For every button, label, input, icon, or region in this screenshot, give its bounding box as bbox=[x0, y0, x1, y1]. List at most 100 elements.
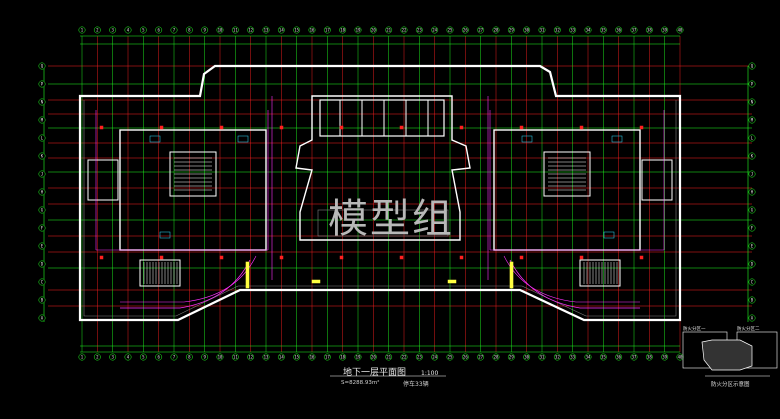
axis-label-top: 29 bbox=[509, 28, 514, 33]
column-marker bbox=[159, 255, 164, 260]
column-marker bbox=[99, 125, 104, 130]
axis-label-top: 25 bbox=[448, 28, 453, 33]
axis-label-left: M bbox=[41, 118, 44, 123]
equipment-mark bbox=[159, 231, 171, 239]
axis-bubble-top bbox=[569, 26, 577, 34]
axis-label-top: 3 bbox=[111, 28, 114, 33]
axis-bubble-bottom bbox=[170, 353, 178, 361]
column-marker bbox=[639, 125, 644, 130]
axis-label-top: 20 bbox=[371, 28, 376, 33]
axis-label-top: 5 bbox=[142, 28, 145, 33]
axis-label-right: G bbox=[751, 208, 754, 213]
axis-label-bottom: 32 bbox=[555, 355, 560, 360]
column-marker bbox=[279, 255, 284, 260]
axis-label-bottom: 3 bbox=[111, 355, 114, 360]
axis-bubble-top bbox=[369, 26, 377, 34]
axis-bubble-right bbox=[748, 80, 756, 88]
axis-bubble-bottom bbox=[630, 353, 638, 361]
axis-bubble-right bbox=[748, 296, 756, 304]
axis-label-bottom: 27 bbox=[478, 355, 483, 360]
left-service-room bbox=[87, 159, 119, 201]
axis-label-left: D bbox=[41, 262, 44, 267]
axis-label-bottom: 15 bbox=[294, 355, 299, 360]
axis-label-bottom: 14 bbox=[279, 355, 284, 360]
axis-label-right: B bbox=[751, 298, 754, 303]
axis-label-bottom: 30 bbox=[524, 355, 529, 360]
axis-bubble-right bbox=[748, 152, 756, 160]
axis-label-bottom: 23 bbox=[417, 355, 422, 360]
axis-bubble-left bbox=[38, 116, 46, 124]
axis-bubble-left bbox=[38, 188, 46, 196]
axis-bubble-top bbox=[216, 26, 224, 34]
axis-bubble-bottom bbox=[216, 353, 224, 361]
axis-label-top: 38 bbox=[647, 28, 652, 33]
axis-bubble-bottom bbox=[446, 353, 454, 361]
axis-bubble-top bbox=[262, 26, 270, 34]
axis-label-right: H bbox=[751, 190, 754, 195]
column-marker bbox=[279, 125, 284, 130]
axis-bubble-top bbox=[124, 26, 132, 34]
axis-label-top: 4 bbox=[127, 28, 130, 33]
axis-label-bottom: 34 bbox=[586, 355, 591, 360]
axis-bubble-top bbox=[584, 26, 592, 34]
axis-bubble-bottom bbox=[400, 353, 408, 361]
axis-label-right: L bbox=[751, 136, 754, 141]
column-marker bbox=[219, 255, 224, 260]
axis-label-left: B bbox=[41, 298, 44, 303]
legend-caption: 防火分区示意图 bbox=[711, 382, 750, 388]
axis-label-top: 1 bbox=[81, 28, 84, 33]
axis-label-left: E bbox=[41, 244, 44, 249]
axis-label-bottom: 20 bbox=[371, 355, 376, 360]
axis-bubble-bottom bbox=[262, 353, 270, 361]
axis-label-bottom: 7 bbox=[173, 355, 176, 360]
axis-label-top: 19 bbox=[356, 28, 361, 33]
axis-bubble-top bbox=[523, 26, 531, 34]
axis-label-top: 34 bbox=[586, 28, 591, 33]
axis-bubble-bottom bbox=[339, 353, 347, 361]
axis-bubble-top bbox=[446, 26, 454, 34]
axis-label-bottom: 28 bbox=[494, 355, 499, 360]
legend-zone-1-label: 防火分区一 bbox=[683, 327, 706, 332]
legend-zone-diagram bbox=[701, 339, 753, 371]
yellow-marker bbox=[509, 261, 514, 289]
axis-bubble-top bbox=[293, 26, 301, 34]
column-marker bbox=[399, 255, 404, 260]
right-service-room bbox=[641, 159, 673, 201]
axis-label-top: 31 bbox=[540, 28, 545, 33]
axis-label-right: J bbox=[751, 172, 753, 177]
axis-bubble-top bbox=[155, 26, 163, 34]
axis-bubble-top bbox=[354, 26, 362, 34]
axis-label-top: 23 bbox=[417, 28, 422, 33]
column-marker bbox=[219, 125, 224, 130]
axis-bubble-top bbox=[170, 26, 178, 34]
axis-label-bottom: 37 bbox=[632, 355, 637, 360]
central-atrium bbox=[295, 95, 471, 241]
axis-bubble-bottom bbox=[185, 353, 193, 361]
watermark-text: 模型组 bbox=[328, 196, 454, 242]
axis-bubble-bottom bbox=[277, 353, 285, 361]
axis-bubble-top bbox=[630, 26, 638, 34]
axis-label-left: P bbox=[41, 82, 44, 87]
axis-label-top: 28 bbox=[494, 28, 499, 33]
axis-bubble-top bbox=[400, 26, 408, 34]
axis-label-left: L bbox=[41, 136, 44, 141]
axis-label-left: Q bbox=[41, 64, 44, 69]
axis-bubble-top bbox=[507, 26, 515, 34]
equipment-mark bbox=[149, 135, 161, 143]
axis-label-bottom: 17 bbox=[325, 355, 330, 360]
column-marker bbox=[339, 255, 344, 260]
axis-bubble-bottom bbox=[431, 353, 439, 361]
column-marker bbox=[579, 125, 584, 130]
axis-bubble-left bbox=[38, 296, 46, 304]
axis-label-right: C bbox=[751, 280, 754, 285]
axis-label-top: 7 bbox=[173, 28, 176, 33]
column-marker bbox=[99, 255, 104, 260]
equipment-mark bbox=[521, 135, 533, 143]
axis-bubble-left bbox=[38, 80, 46, 88]
legend-zone-2-label: 防火分区二 bbox=[737, 327, 760, 332]
axis-label-bottom: 24 bbox=[432, 355, 437, 360]
axis-label-top: 30 bbox=[524, 28, 529, 33]
axis-bubble-top bbox=[247, 26, 255, 34]
axis-bubble-bottom bbox=[492, 353, 500, 361]
